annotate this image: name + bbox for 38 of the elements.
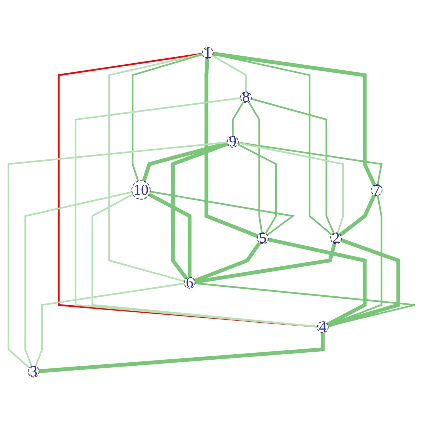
node-circle: 3 bbox=[28, 366, 40, 378]
connector bbox=[39, 332, 325, 374]
connector bbox=[238, 144, 278, 234]
connector bbox=[58, 53, 318, 328]
connector bbox=[148, 192, 192, 278]
node-circle: 1 bbox=[202, 47, 214, 60]
connector bbox=[108, 54, 203, 282]
connector bbox=[238, 142, 344, 234]
connector bbox=[35, 282, 185, 368]
node-circle: 2 bbox=[330, 232, 342, 244]
connector bbox=[268, 238, 367, 327]
node-circle: 7 bbox=[371, 184, 383, 196]
connector bbox=[204, 58, 259, 238]
connector bbox=[194, 243, 337, 284]
connector bbox=[132, 54, 203, 182]
connector bbox=[212, 55, 248, 92]
connector bbox=[238, 142, 383, 186]
connector bbox=[24, 191, 132, 368]
connector bbox=[328, 238, 400, 328]
node-circle: 8 bbox=[240, 92, 252, 104]
connector bbox=[248, 102, 264, 234]
node-circle: 6 bbox=[184, 277, 196, 289]
connector bbox=[213, 53, 333, 236]
node-circle: 4 bbox=[317, 322, 329, 334]
connector bbox=[251, 98, 335, 234]
connector bbox=[92, 194, 318, 328]
node-circle: 9 bbox=[227, 136, 239, 148]
connector bbox=[150, 191, 296, 236]
connector bbox=[339, 194, 376, 237]
connector bbox=[142, 142, 228, 182]
connector bbox=[213, 52, 376, 186]
connector bbox=[195, 282, 416, 327]
connector bbox=[232, 102, 244, 137]
connector bbox=[8, 142, 228, 369]
node-circle: 5 bbox=[257, 232, 269, 244]
connector bbox=[74, 97, 318, 328]
connector bbox=[194, 242, 262, 283]
node-circle: 10 bbox=[132, 180, 151, 200]
